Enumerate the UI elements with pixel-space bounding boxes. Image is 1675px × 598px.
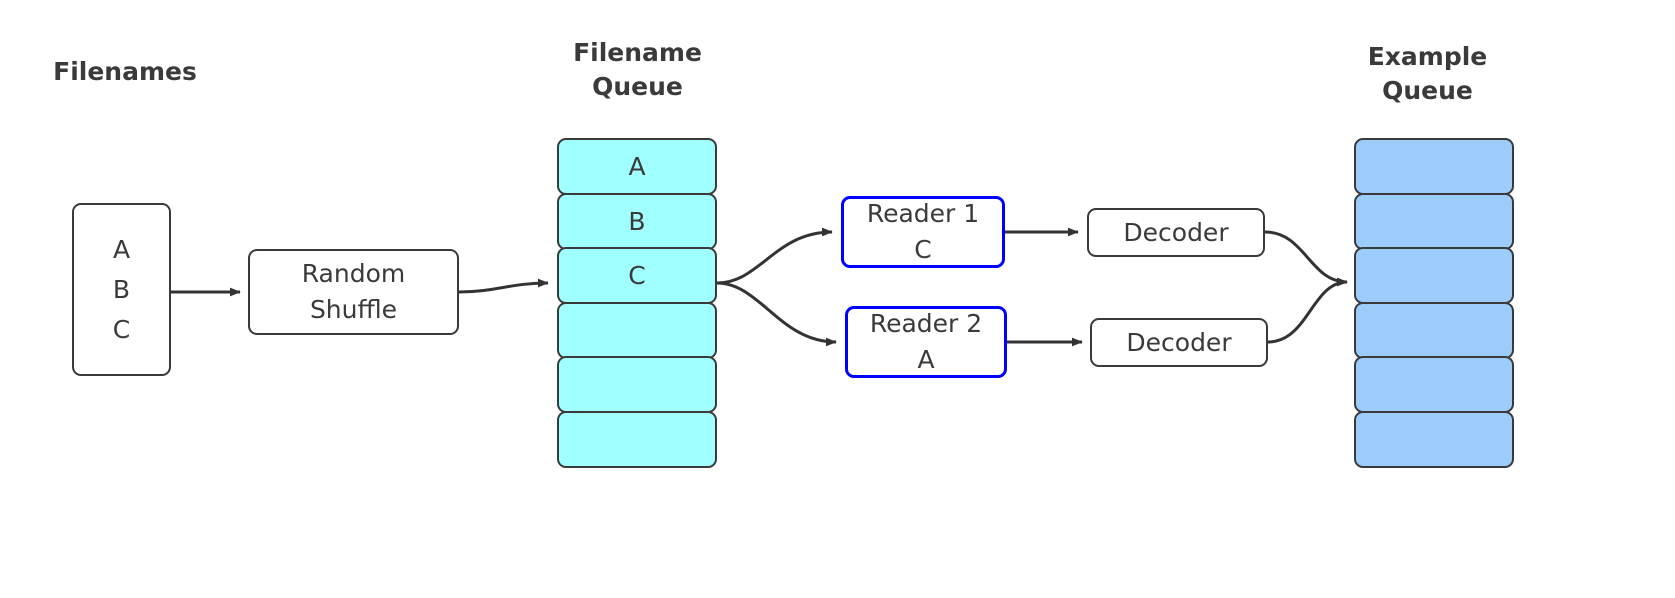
arrow-shuffle-to-filename-queue bbox=[458, 278, 549, 294]
example-queue-cell[interactable] bbox=[1354, 301, 1514, 359]
arrow-queue-to-reader2 bbox=[716, 281, 837, 347]
example-queue-cell[interactable] bbox=[1354, 192, 1514, 250]
example-queue-cell[interactable] bbox=[1354, 356, 1514, 413]
title-filenames: Filenames bbox=[53, 57, 197, 86]
example-queue-cell[interactable] bbox=[1354, 138, 1514, 195]
example-queue-cell[interactable] bbox=[1354, 247, 1514, 304]
filenames-box: A B C bbox=[72, 203, 171, 376]
title-example-queue: Example Queue bbox=[1367, 42, 1488, 105]
reader-1-box[interactable]: Reader 1 C bbox=[841, 196, 1005, 268]
example-queue bbox=[1354, 138, 1514, 468]
decoder-1-box[interactable]: Decoder bbox=[1087, 208, 1265, 257]
filename-queue-cell[interactable] bbox=[557, 410, 717, 468]
filename-queue-cell[interactable] bbox=[557, 301, 717, 359]
arrow-decoder2-to-example-queue bbox=[1267, 277, 1348, 344]
example-queue-cell[interactable] bbox=[1354, 410, 1514, 468]
arrow-queue-to-reader1 bbox=[716, 227, 833, 285]
reader-2-box[interactable]: Reader 2 A bbox=[845, 306, 1007, 378]
filename-queue-cell[interactable]: B bbox=[557, 192, 717, 250]
filename-queue: A B C bbox=[557, 138, 717, 468]
arrow-decoder1-to-example-queue bbox=[1264, 230, 1348, 287]
decoder-2-box[interactable]: Decoder bbox=[1090, 318, 1268, 367]
title-filename-queue: Filename Queue bbox=[573, 38, 702, 101]
filename-queue-cell[interactable]: C bbox=[557, 247, 717, 304]
filename-queue-cell[interactable]: A bbox=[557, 138, 717, 195]
filename-queue-cell[interactable] bbox=[557, 356, 717, 413]
random-shuffle-box[interactable]: Random Shuffle bbox=[248, 249, 459, 335]
